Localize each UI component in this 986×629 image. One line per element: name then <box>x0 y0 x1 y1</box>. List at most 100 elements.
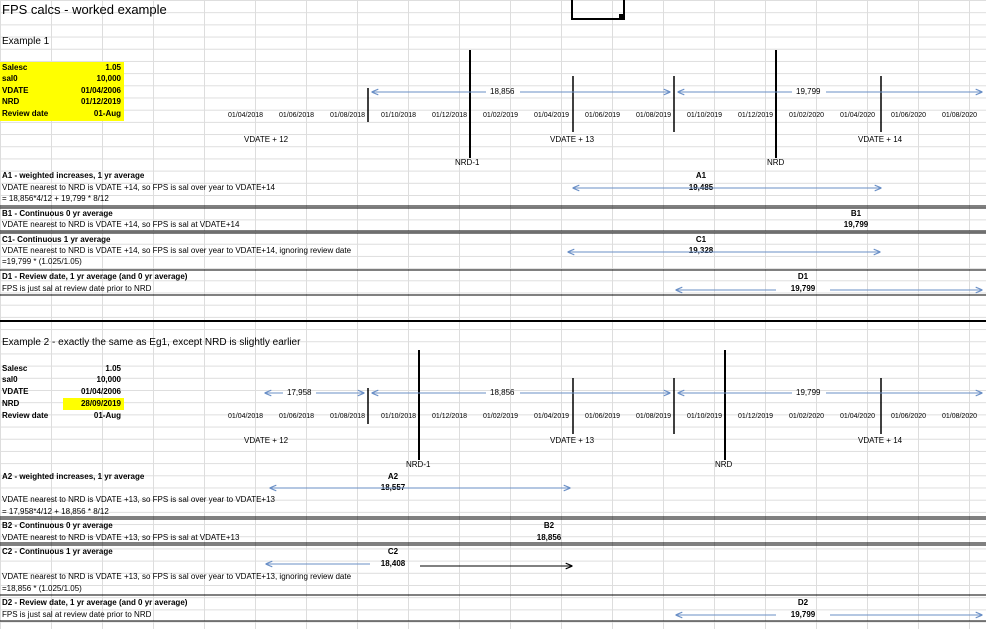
date-cell: 01/02/2019 <box>482 112 519 119</box>
b2-note: VDATE nearest to NRD is VDATE +13, so FP… <box>2 533 240 542</box>
b1-note: VDATE nearest to NRD is VDATE +14, so FP… <box>2 220 240 229</box>
a1-formula: = 18,856*4/12 + 19,799 * 8/12 <box>2 194 109 203</box>
b1-value: 19,799 <box>843 220 869 229</box>
date-cell: 01/12/2018 <box>431 413 468 420</box>
date-cell: 01/12/2019 <box>737 112 774 119</box>
c2-value: 18,408 <box>380 559 406 568</box>
example-2-heading: Example 2 - exactly the same as Eg1, exc… <box>2 337 301 348</box>
ex1-input-label: NRD <box>2 97 20 106</box>
date-cell: 01/06/2020 <box>890 413 927 420</box>
date-cell: 01/04/2018 <box>227 112 264 119</box>
date-cell: 01/08/2020 <box>941 413 978 420</box>
date-cell: 01/02/2020 <box>788 112 825 119</box>
date-cell: 01/06/2018 <box>278 112 315 119</box>
date-cell: 01/08/2020 <box>941 112 978 119</box>
ex2-input-value: 01-Aug <box>93 411 121 420</box>
date-cell: 01/08/2019 <box>635 112 672 119</box>
b1-label: B1 <box>850 209 862 218</box>
ex1-vdate-13: VDATE + 13 <box>550 135 595 144</box>
date-cell: 01/08/2019 <box>635 413 672 420</box>
date-cell: 01/12/2018 <box>431 112 468 119</box>
date-cell: 01/06/2020 <box>890 112 927 119</box>
d2-note: FPS is just sal at review date prior to … <box>2 610 152 619</box>
a2-formula: = 17,958*4/12 + 18,856 * 8/12 <box>2 507 109 516</box>
fill-handle[interactable] <box>619 14 624 19</box>
sheet-title: FPS calcs - worked example <box>2 2 167 17</box>
ex2-salary-a: 18,856 <box>490 388 515 397</box>
date-cell: 01/10/2019 <box>686 413 723 420</box>
ex1-nrd-minus-1: NRD-1 <box>455 158 480 167</box>
c2-title: C2 - Continuous 1 yr average <box>2 547 113 556</box>
a1-label: A1 <box>695 171 707 180</box>
date-cell: 01/06/2018 <box>278 413 315 420</box>
ex2-input-label: Salesc <box>2 364 28 373</box>
ex2-input-value: 01/04/2006 <box>80 387 121 396</box>
ex1-nrd: NRD <box>767 158 785 167</box>
date-cell: 01/04/2020 <box>839 112 876 119</box>
d1-value: 19,799 <box>790 284 816 293</box>
c1-label: C1 <box>695 235 707 244</box>
example-1-heading: Example 1 <box>2 36 50 47</box>
ex1-input-value: 10,000 <box>96 74 121 83</box>
d1-note: FPS is just sal at review date prior to … <box>2 284 152 293</box>
ex2-salary-0: 17,958 <box>287 388 312 397</box>
ex1-input-label: VDATE <box>2 86 29 95</box>
b2-value: 18,856 <box>536 533 562 542</box>
ex1-vdate-12: VDATE + 12 <box>244 135 289 144</box>
date-cell: 01/02/2020 <box>788 413 825 420</box>
date-cell: 01/08/2018 <box>329 413 366 420</box>
ex1-input-value: 01/04/2006 <box>80 86 121 95</box>
date-cell: 01/06/2019 <box>584 112 621 119</box>
ex1-input-value: 01/12/2019 <box>80 97 121 106</box>
date-cell: 01/10/2018 <box>380 112 417 119</box>
date-cell: 01/02/2019 <box>482 413 519 420</box>
date-cell: 01/12/2019 <box>737 413 774 420</box>
ex2-input-label: Review date <box>2 411 49 420</box>
date-cell: 01/06/2019 <box>584 413 621 420</box>
date-cell: 01/10/2019 <box>686 112 723 119</box>
date-cell: 01/04/2019 <box>533 112 570 119</box>
ex2-vdate-14: VDATE + 14 <box>858 436 903 445</box>
ex2-input-label: sal0 <box>2 375 18 384</box>
selected-cell[interactable] <box>571 0 625 20</box>
ex1-input-value: 01-Aug <box>93 109 121 118</box>
ex2-nrd-minus-1: NRD-1 <box>406 460 431 469</box>
d1-title: D1 - Review date, 1 yr average (and 0 yr… <box>2 272 188 281</box>
date-cell: 01/04/2019 <box>533 413 570 420</box>
ex1-input-value: 1.05 <box>105 63 121 72</box>
date-cell: 01/08/2018 <box>329 112 366 119</box>
ex1-input-label: Review date <box>2 109 49 118</box>
a2-label: A2 <box>387 472 399 481</box>
d2-label: D2 <box>797 598 809 607</box>
ex2-vdate-12: VDATE + 12 <box>244 436 289 445</box>
date-cell: 01/04/2020 <box>839 413 876 420</box>
a2-note: VDATE nearest to NRD is VDATE +13, so FP… <box>2 495 275 504</box>
c1-formula: =19,799 * (1.025/1.05) <box>2 257 82 266</box>
d2-value: 19,799 <box>790 610 816 619</box>
ex2-input-value: 28/09/2019 <box>80 399 121 408</box>
ex1-inputs-highlight <box>0 62 124 121</box>
c2-label: C2 <box>387 547 399 556</box>
d1-label: D1 <box>797 272 809 281</box>
ex2-input-label: NRD <box>2 399 20 408</box>
c2-note: VDATE nearest to NRD is VDATE +13, so FP… <box>2 572 352 581</box>
ex1-salary-a: 18,856 <box>490 87 515 96</box>
b2-title: B2 - Continuous 0 yr average <box>2 521 113 530</box>
ex1-salary-b: 19,799 <box>796 87 821 96</box>
a2-title: A2 - weighted increases, 1 yr average <box>2 472 145 481</box>
b1-title: B1 - Continuous 0 yr average <box>2 209 113 218</box>
c1-note: VDATE nearest to NRD is VDATE +14, so FP… <box>2 246 352 255</box>
a1-title: A1 - weighted increases, 1 yr average <box>2 171 145 180</box>
ex1-input-label: sal0 <box>2 74 18 83</box>
ex2-salary-b: 19,799 <box>796 388 821 397</box>
ex2-nrd-highlight <box>63 398 124 410</box>
b2-label: B2 <box>543 521 555 530</box>
ex1-vdate-14: VDATE + 14 <box>858 135 903 144</box>
ex2-input-value: 1.05 <box>105 364 121 373</box>
a1-note: VDATE nearest to NRD is VDATE +14, so FP… <box>2 183 275 192</box>
ex2-nrd: NRD <box>715 460 733 469</box>
d2-title: D2 - Review date, 1 yr average (and 0 yr… <box>2 598 188 607</box>
